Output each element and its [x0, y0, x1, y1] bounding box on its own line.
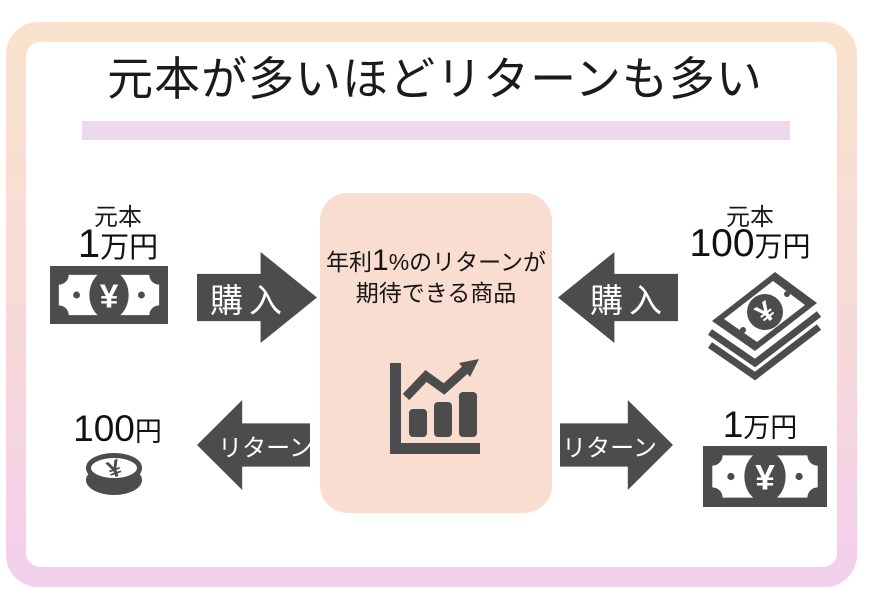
svg-text:¥: ¥	[100, 278, 119, 315]
banknote-icon: ¥	[50, 266, 168, 324]
product-line1-post: %のリターンが	[388, 249, 546, 275]
return-small-amount-number: 100	[73, 408, 135, 449]
return-arrow-left-label: リターン	[218, 434, 313, 462]
product-box: 年利1%のリターンが 期待できる商品	[320, 193, 552, 513]
principal-large-amount: 100万円	[665, 224, 835, 263]
title-underline-bar	[82, 121, 790, 140]
principal-large-label: 元本	[726, 204, 774, 231]
svg-text:¥: ¥	[755, 458, 775, 497]
product-line1-pre: 年利	[326, 249, 372, 275]
principal-large-amount-number: 100	[689, 222, 755, 265]
bar-chart-rising-icon	[390, 359, 480, 454]
principal-small-amount-unit: 万円	[100, 232, 159, 264]
banknote-icon: ¥	[703, 446, 827, 507]
coin-icon: ¥	[86, 453, 142, 495]
product-description: 年利1%のリターンが 期待できる商品	[320, 245, 552, 309]
return-large-amount: 1万円	[690, 406, 830, 443]
product-line1-number: 1	[372, 244, 389, 277]
return-small-amount: 100円	[45, 410, 190, 447]
return-large-amount-number: 1	[722, 404, 744, 445]
principal-small-amount-number: 1	[77, 222, 101, 266]
principal-small-amount: 1万円	[38, 224, 198, 264]
page-title: 元本が多いほどリターンも多い	[107, 53, 763, 105]
return-small-amount-unit: 円	[134, 417, 162, 447]
return-large-amount-unit: 万円	[743, 413, 798, 443]
return-arrow-right-label: リターン	[562, 434, 657, 462]
product-line2: 期待できる商品	[355, 280, 517, 306]
principal-large-amount-unit: 万円	[754, 231, 811, 262]
purchase-arrow-right-label: 購入	[210, 281, 288, 319]
principal-small-label: 元本	[94, 204, 142, 231]
purchase-arrow-left-label: 購入	[590, 281, 668, 319]
banknote-stack-icon: ¥	[708, 272, 822, 381]
